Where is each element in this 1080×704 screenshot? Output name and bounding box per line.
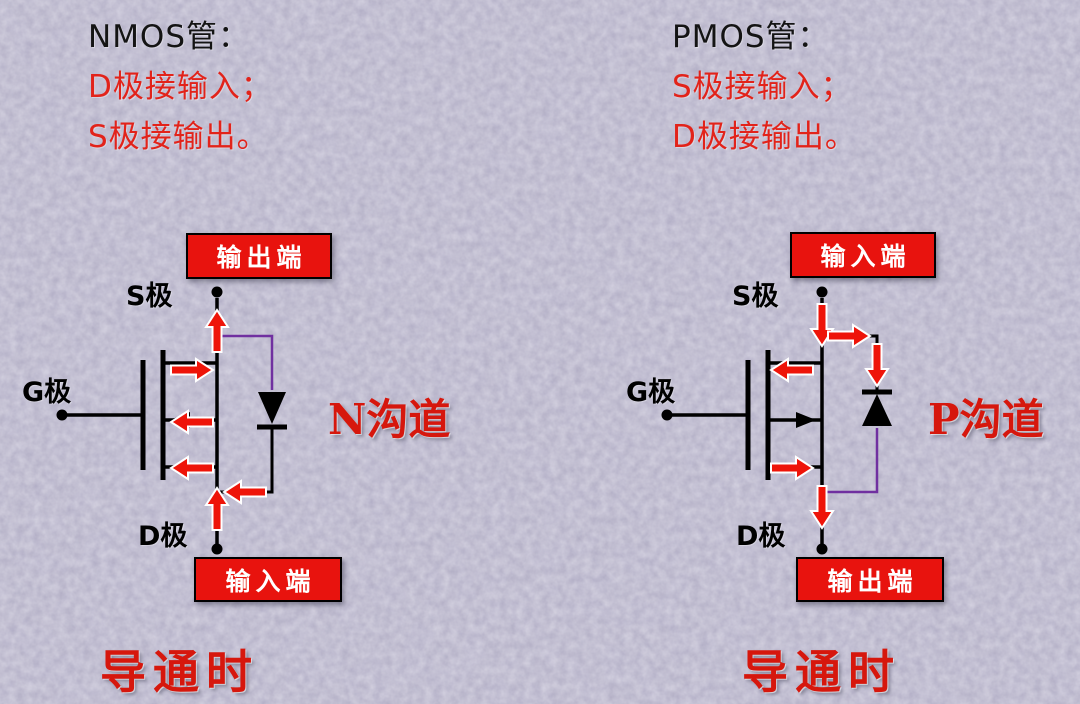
diode-wire-purple <box>219 334 274 390</box>
nmos-s-terminal-label: S极 <box>126 281 173 312</box>
diode-wire <box>824 334 879 390</box>
nmos-body-diode-branch <box>219 334 287 494</box>
pmos-g-terminal-label: G极 <box>626 377 676 408</box>
pmos-s-terminal-label: S极 <box>732 281 779 312</box>
pmos-circuit <box>661 286 892 555</box>
current-arrow <box>223 480 267 504</box>
nmos-input-terminal-box: 输入端 <box>194 557 342 602</box>
nmos-channel-label: N沟道 <box>328 395 451 444</box>
pmos-caption: 导通时 <box>742 645 901 699</box>
pmos-header: PMOS管： S极接输入； D极接输出。 <box>672 12 857 162</box>
pmos-d-terminal-label: D极 <box>736 521 786 552</box>
pmos-channel-label: P沟道 <box>928 395 1044 444</box>
nmos-header-line1: D极接输入； <box>88 69 273 105</box>
nmos-header: NMOS管： D极接输入； S极接输出。 <box>88 12 273 162</box>
nmos-caption: 导通时 <box>100 645 259 699</box>
body-diode <box>862 394 892 426</box>
pmos-header-title: PMOS管： <box>672 19 830 55</box>
pmos-header-line1: S极接输入； <box>672 69 853 105</box>
pmos-symbol-arrow <box>796 412 816 428</box>
nmos-g-terminal-label: G极 <box>22 377 72 408</box>
nmos-circuit <box>56 286 287 555</box>
diode-wire <box>219 427 274 494</box>
current-arrow <box>205 309 229 353</box>
nmos-terminal-dots <box>56 286 223 555</box>
pmos-output-terminal-box: 输出端 <box>796 557 944 602</box>
current-arrow <box>865 343 889 387</box>
pmos-terminal-dots <box>661 286 828 555</box>
pmos-input-terminal-box: 输入端 <box>790 232 936 278</box>
current-arrow <box>170 456 214 480</box>
nmos-output-terminal-box: 输出端 <box>186 233 332 279</box>
current-arrow <box>170 410 214 434</box>
pmos-header-line2: D极接输出。 <box>672 119 857 155</box>
nmos-d-terminal-label: D极 <box>138 521 188 552</box>
nmos-header-line2: S极接输出。 <box>88 119 269 155</box>
diode-wire-purple <box>824 428 879 494</box>
body-diode <box>258 392 286 424</box>
current-arrow <box>205 487 229 531</box>
nmos-header-title: NMOS管： <box>88 19 251 55</box>
current-arrow <box>770 456 814 480</box>
pmos-symbol <box>745 350 816 480</box>
